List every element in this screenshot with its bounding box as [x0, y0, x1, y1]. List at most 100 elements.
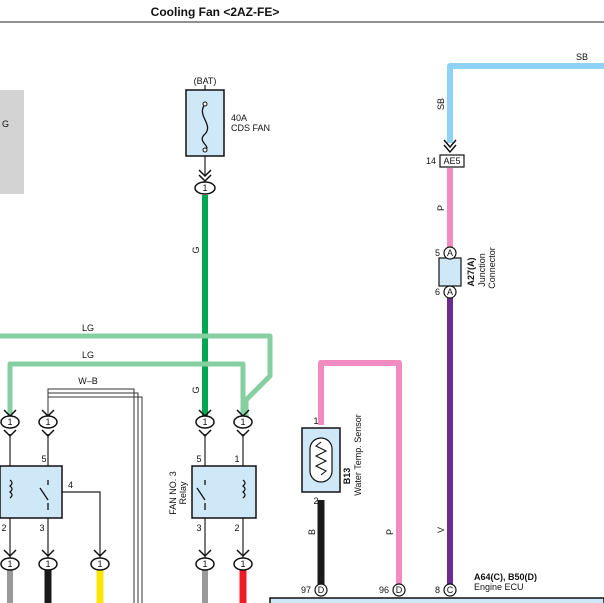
chevron-down-icon — [41, 549, 55, 558]
wire-label-g-lower: G — [191, 386, 201, 393]
chevron-down-icon — [198, 174, 212, 183]
pin-label: 1 — [234, 454, 239, 464]
connector-pin — [0, 415, 20, 429]
wire-sb — [447, 63, 604, 143]
pin-label: 1 — [202, 183, 207, 193]
switch-icon — [196, 480, 206, 510]
fan-relay-body — [191, 465, 257, 519]
pin-label: 1 — [45, 559, 50, 569]
connector-pin-fuse-out — [194, 181, 216, 195]
ecu-pin-letter: D — [396, 585, 403, 595]
fuse-icon — [201, 103, 209, 151]
junction-name-2: Connector — [487, 247, 497, 289]
sensor-id: B13 — [342, 468, 352, 485]
fuse-supply-label: (BAT) — [194, 76, 217, 86]
fuse-rating: 40A — [231, 113, 247, 123]
chevron-down-icon — [93, 549, 107, 558]
pin-label: 2 — [234, 523, 239, 533]
lead-pin4 — [62, 491, 101, 560]
pin-label: 1 — [7, 559, 12, 569]
pin-label: 1 — [97, 559, 102, 569]
connector-ae5-pin: 14 — [426, 156, 436, 166]
ecu-pin-num: 97 — [301, 585, 311, 595]
bottom-pin-row: 1 1 1 1 1 — [0, 549, 253, 571]
wire-wb-3 — [47, 396, 143, 603]
fuse-name: CDS FAN — [231, 123, 270, 133]
sensor-name: Water Temp. Sensor — [353, 414, 363, 496]
fan-relay-name-1: FAN NO. 3 — [168, 471, 178, 515]
ecu-pin-8 — [443, 583, 457, 597]
junction-pin-top-letter: A — [447, 248, 453, 258]
wire-p-lower — [318, 360, 402, 585]
fan-relay-name-2: Relay — [178, 481, 188, 505]
junction-pin-bottom-num: 6 — [435, 287, 440, 297]
pin-label: 1 — [240, 417, 245, 427]
chevron-down-icon — [3, 549, 17, 558]
ecu-pin-96 — [392, 583, 406, 597]
wire-lg-inner — [7, 361, 246, 420]
connector-pin — [195, 415, 215, 429]
pin-label: 5 — [196, 454, 201, 464]
ecu-pin-letter: C — [447, 585, 454, 595]
pin-label: 1 — [240, 559, 245, 569]
sensor-pin-top: 1 — [313, 416, 318, 426]
wire-label-g-top: G — [191, 246, 201, 253]
pin-label: 1 — [45, 417, 50, 427]
connector-pin — [233, 415, 253, 429]
diagram-title: Cooling Fan <2AZ-FE> — [151, 5, 280, 19]
switch-icon — [39, 480, 49, 510]
ecu-pin-num: 8 — [435, 585, 440, 595]
chevron-down-icon — [198, 429, 212, 438]
connector-pin — [195, 557, 215, 571]
connector-ae5-name: AE5 — [443, 156, 460, 166]
wire-label-wb: W–B — [78, 376, 98, 386]
ecu-pin-97 — [314, 583, 328, 597]
wire-label-b: B — [307, 529, 317, 535]
wire-label-sb-top: SB — [576, 52, 588, 62]
fuse-terminal-bottom-icon — [202, 147, 208, 153]
resistor-icon — [314, 441, 328, 476]
thermistor-icon — [309, 437, 333, 483]
connector-pin-row: 1 1 1 1 — [0, 409, 253, 438]
pin-label: 3 — [196, 523, 201, 533]
wire-label-p-lower: P — [385, 529, 395, 535]
wire-label-lg-mid: LG — [82, 350, 94, 360]
pin-label: 1 — [202, 417, 207, 427]
chevron-down-icon — [236, 549, 250, 558]
chevron-down-icon — [198, 169, 212, 178]
junction-pin-bottom-letter: A — [447, 287, 453, 297]
coil-icon — [242, 479, 246, 499]
chevron-down-icon — [443, 139, 457, 149]
connector-pin — [0, 557, 20, 571]
chevron-down-icon — [198, 549, 212, 558]
chevron-down-icon — [236, 429, 250, 438]
connector-ae5-box — [439, 154, 465, 168]
fuse-terminal-top-icon — [202, 101, 208, 107]
chevron-down-icon — [443, 144, 457, 154]
pin-label: 1 — [7, 417, 12, 427]
wire-lg-outer — [0, 333, 273, 420]
fuse-body — [185, 89, 225, 157]
pin-label: 3 — [39, 523, 44, 533]
ecu-id: A64(C), B50(D) — [474, 572, 537, 582]
ecu-body — [269, 597, 604, 603]
ecu-pin-num: 96 — [379, 585, 389, 595]
junction-connector-body — [438, 257, 462, 287]
connector-pin — [38, 415, 58, 429]
connector-pin — [38, 557, 58, 571]
junction-pin-bottom — [443, 285, 457, 299]
ecu-name: Engine ECU — [474, 582, 524, 592]
junction-pin-top — [443, 246, 457, 260]
sensor-pin-bottom: 2 — [313, 496, 318, 506]
pin-label: 5 — [41, 454, 46, 464]
junction-pin-top-num: 5 — [435, 248, 440, 258]
pin-label: 4 — [68, 480, 73, 490]
left-box-label: G — [2, 119, 9, 129]
ecu-pin-letter: D — [318, 585, 325, 595]
connector-pin — [90, 557, 110, 571]
wire-label-p-upper: P — [436, 205, 446, 211]
wire-label-lg-top: LG — [82, 323, 94, 333]
coil-icon — [9, 479, 13, 499]
